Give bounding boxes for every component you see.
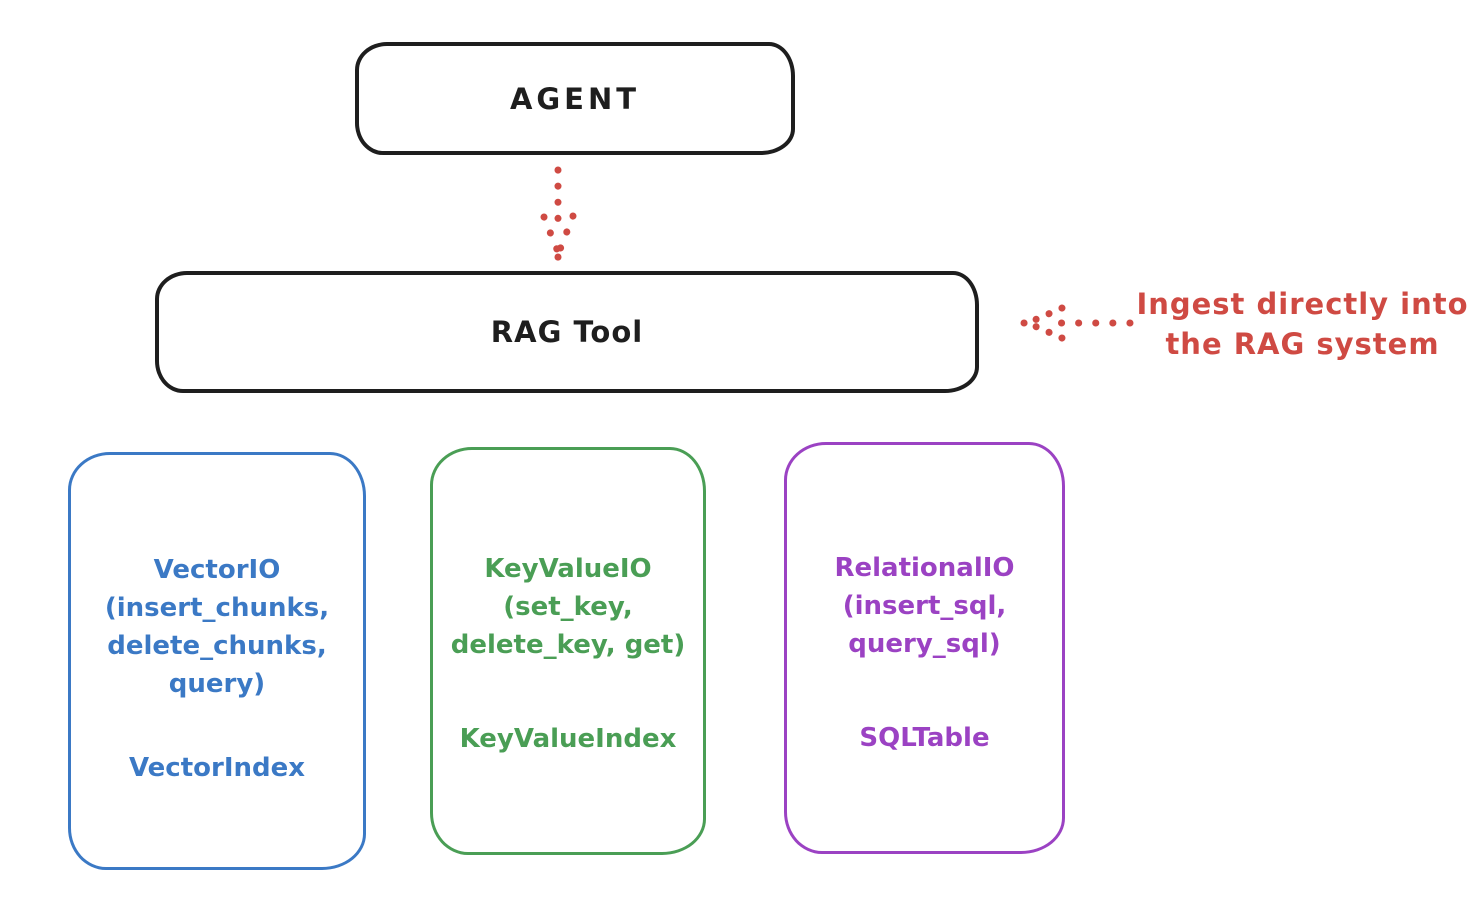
card-line: (insert_chunks, [104, 593, 330, 623]
card-line: (insert_sql, [842, 591, 1007, 621]
annotation-line-2: the RAG system [1165, 327, 1440, 361]
card-line: delete_key, get) [450, 630, 686, 660]
agent-label: AGENT [509, 81, 641, 116]
card-line: query_sql) [848, 629, 1001, 659]
agent-to-ragtool-arrow [540, 166, 577, 261]
rag-tool-label: RAG Tool [490, 315, 644, 349]
vector-io-title: VectorIO (insert_chunks, delete_chunks, … [105, 551, 329, 703]
card-line: (set_key, [503, 592, 633, 622]
keyvalue-io-title: KeyValueIO (set_key, delete_key, get) [451, 550, 686, 664]
keyvalue-index-label: KeyValueIndex [459, 724, 677, 754]
ingest-annotation: Ingest directly into the RAG system [1135, 284, 1470, 364]
card-line: RelationalIO [834, 553, 1015, 583]
card-line: VectorIO [153, 555, 281, 585]
relational-io-title: RelationalIO (insert_sql, query_sql) [834, 549, 1014, 663]
agent-box: AGENT [355, 42, 795, 155]
keyvalue-io-card: KeyValueIO (set_key, delete_key, get) Ke… [430, 447, 706, 855]
relational-io-card: RelationalIO (insert_sql, query_sql) SQL… [784, 442, 1065, 854]
vector-io-card: VectorIO (insert_chunks, delete_chunks, … [68, 452, 366, 870]
ingest-annotation-arrow [1020, 304, 1134, 342]
card-line: KeyValueIO [484, 554, 652, 584]
rag-tool-box: RAG Tool [155, 271, 979, 393]
annotation-line-1: Ingest directly into [1136, 287, 1469, 321]
card-line: delete_chunks, [107, 631, 327, 661]
vector-index-label: VectorIndex [128, 753, 306, 783]
sqltable-label: SQLTable [859, 723, 990, 753]
card-line: query) [168, 669, 266, 699]
